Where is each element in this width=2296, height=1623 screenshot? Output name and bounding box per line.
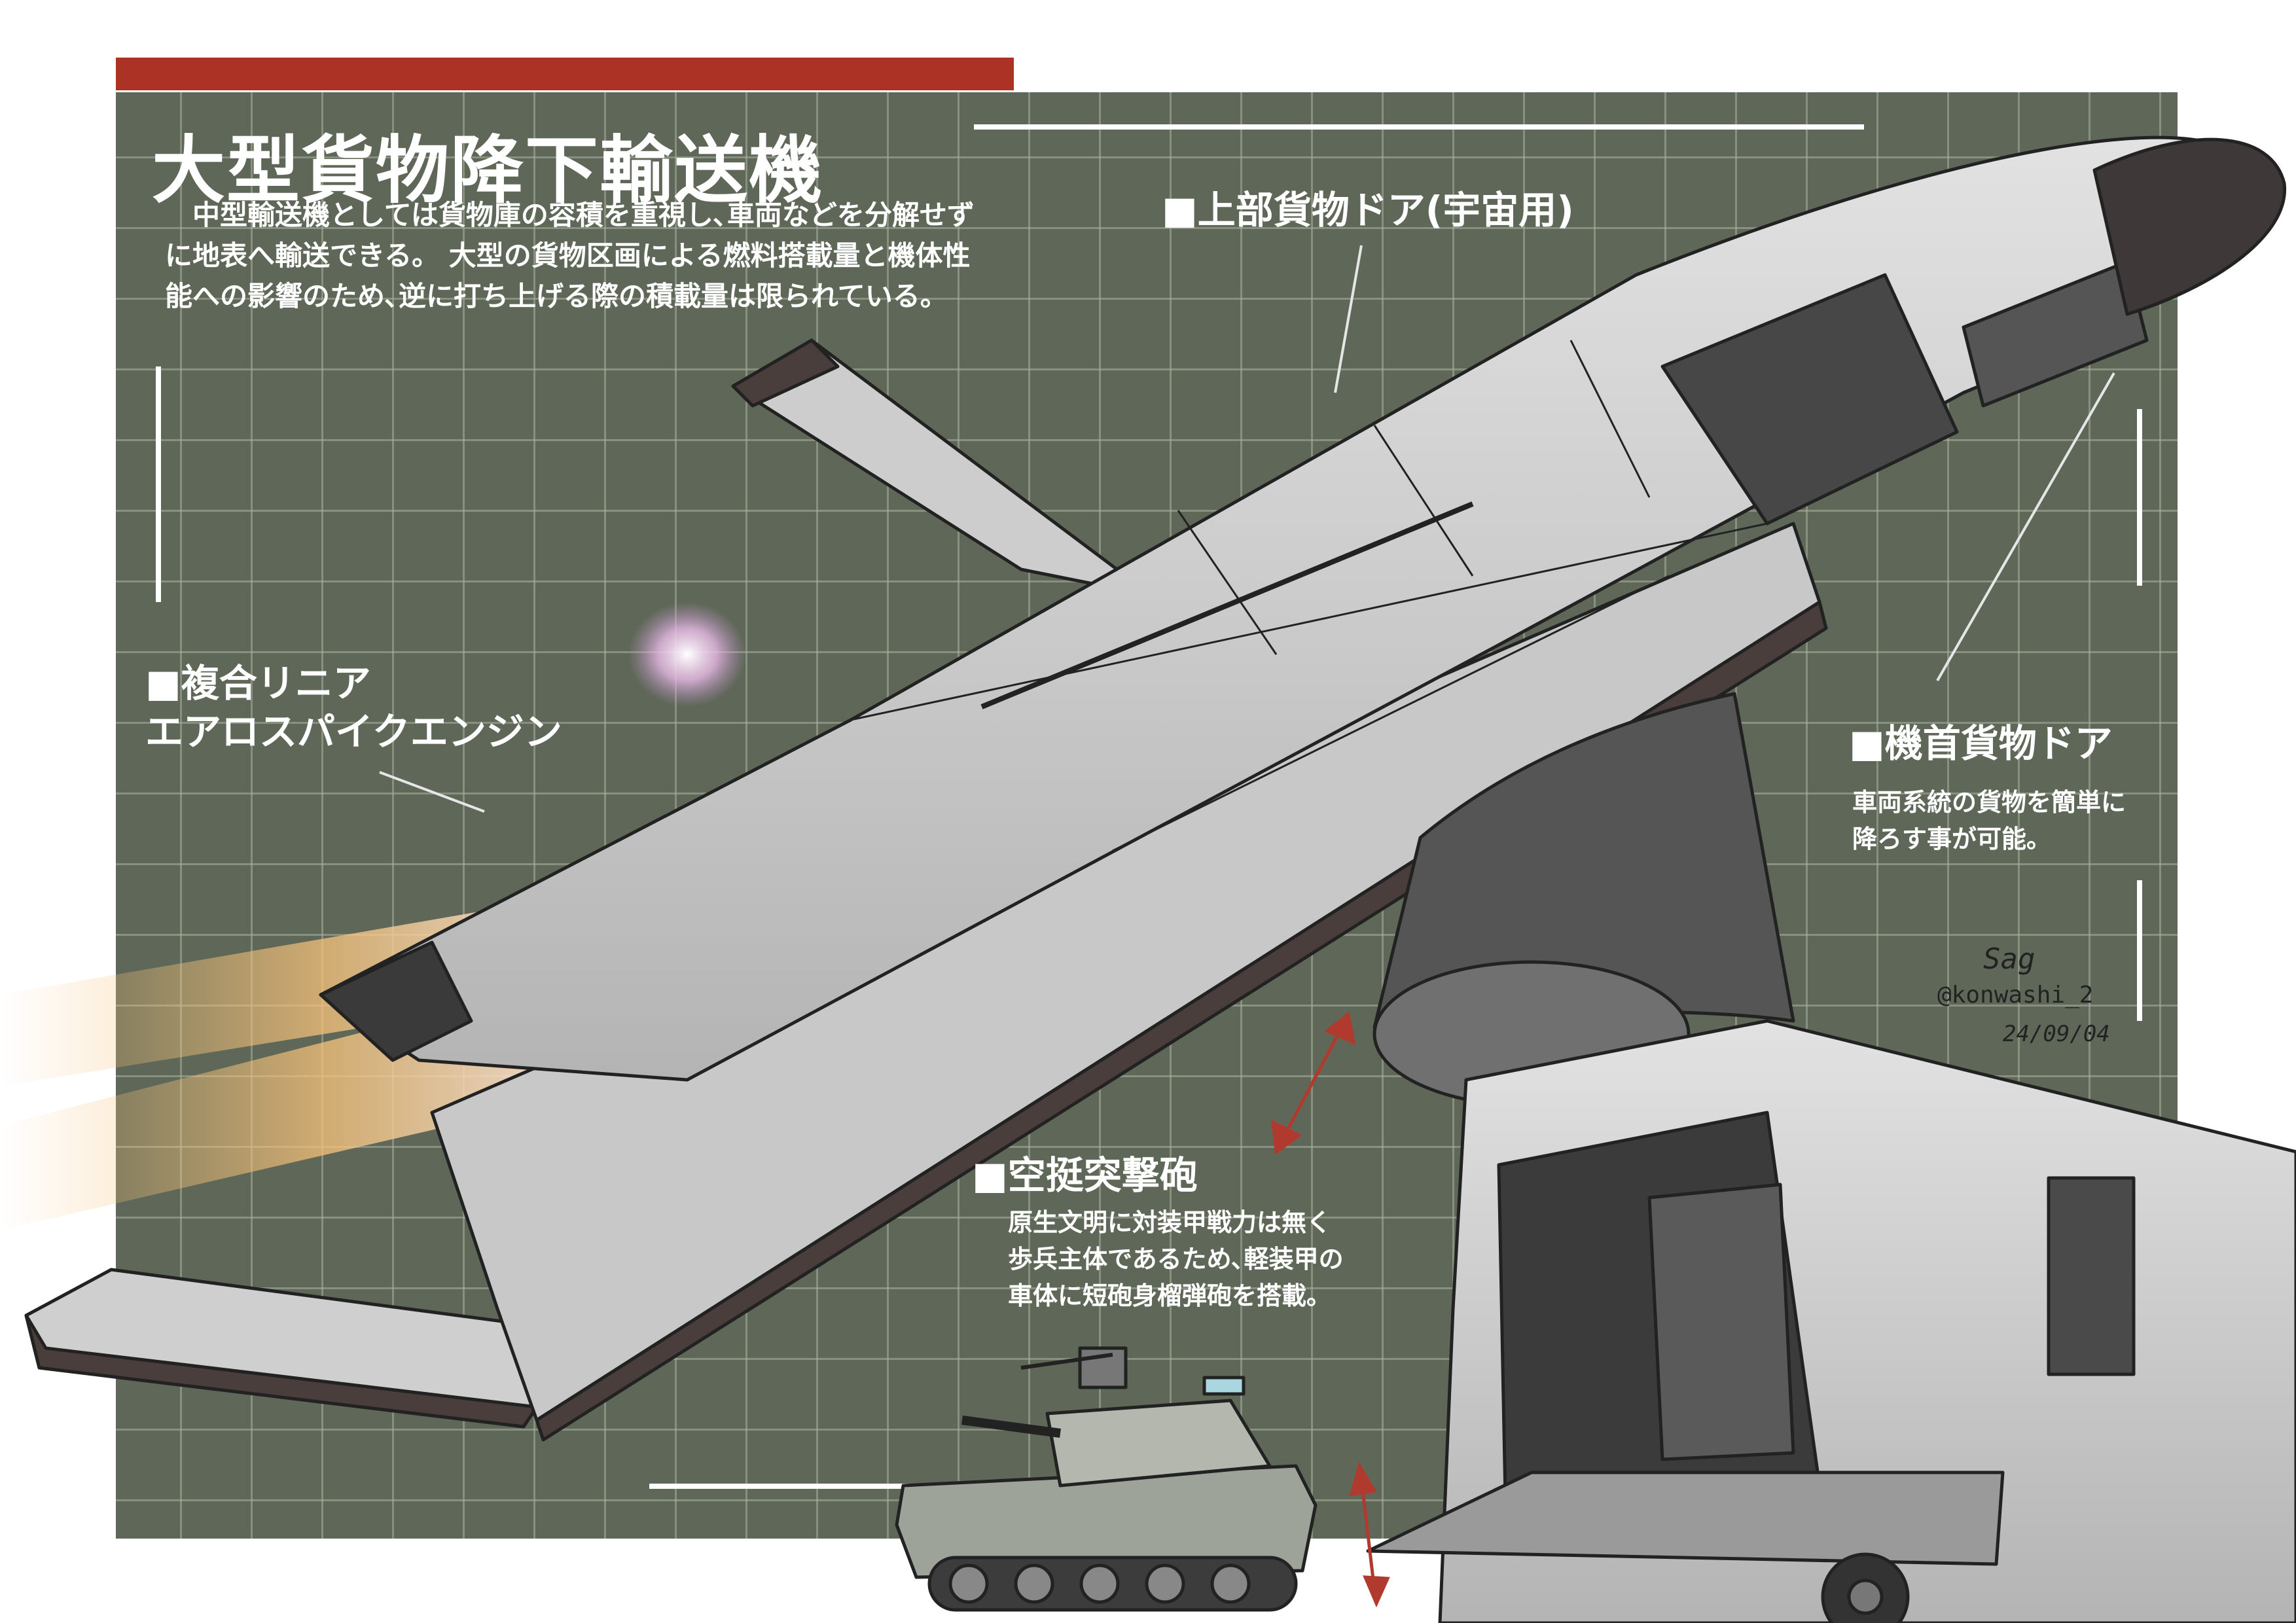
open-nose-transport-illustration (1366, 692, 2296, 1623)
callout-nose-door-line1: 車両系統の貨物を簡単に (1852, 788, 2126, 817)
callout-assault-gun-line3: 車体に短砲身榴弾砲を搭載。 (1008, 1281, 1332, 1310)
double-arrow-icon (1271, 1011, 1390, 1608)
callout-assault-gun-title: ■空挺突撃砲 (972, 1153, 1198, 1198)
frame-line-right-upper (2137, 409, 2142, 586)
page-title: 大型貨物降下輸送機 (152, 128, 823, 213)
callout-engine-subtitle: エアロスパイクエンジン (145, 709, 562, 754)
tank-illustration (895, 1346, 1318, 1612)
callout-assault-gun-line1: 原生文明に対装甲戦力は無く (1008, 1208, 1332, 1237)
frame-line-right-lower (2137, 880, 2142, 1021)
signature-name: Sag (1983, 942, 2036, 976)
description-text: 中型輸送機としては貨物庫の容積を重視し､車両などを分解せずに地表へ輸送できる。 … (165, 199, 975, 312)
title-accent-bar (116, 58, 1014, 90)
frame-line-top (974, 124, 1864, 130)
aircraft-illustration (24, 135, 2287, 1442)
callout-assault-gun-line2: 歩兵主体であるため､軽装甲の (1008, 1245, 1344, 1274)
callout-engine-title: ■複合リニア (145, 661, 371, 705)
leader-lines (379, 245, 2115, 813)
signature-date: 24/09/04 (2003, 1021, 2110, 1047)
callout-upper-cargo-door: ■上部貨物ドア(宇宙用) (1162, 188, 1574, 232)
frame-line-left (156, 366, 161, 602)
signature-handle: @konwashi_2 (1937, 982, 2094, 1008)
callout-nose-door-title: ■機首貨物ドア (1849, 721, 2113, 766)
callout-nose-door-line2: 降ろす事が可能。 (1852, 825, 2052, 853)
